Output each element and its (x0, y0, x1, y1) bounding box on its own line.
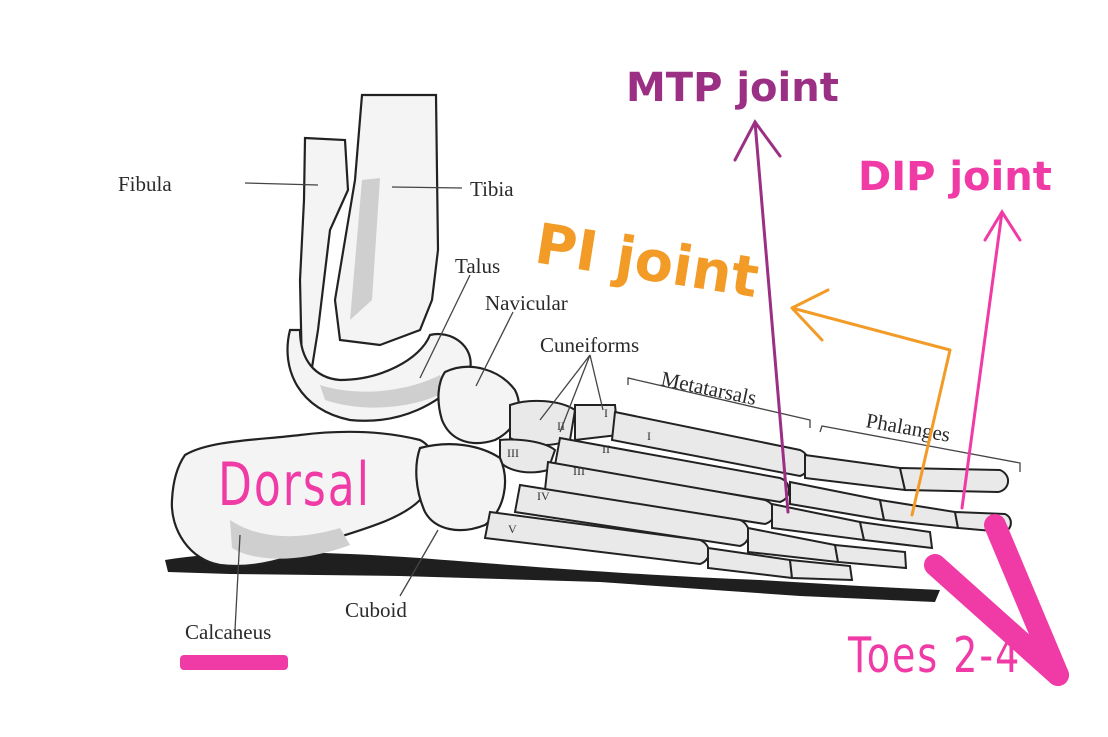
dip-arrow (960, 209, 1022, 510)
metatarsals-label: Metatarsals (659, 366, 759, 410)
calcaneus-label: Calcaneus (185, 620, 271, 644)
metatarsal-numeral-3: III (573, 464, 585, 478)
phalanges-bracket (819, 425, 1021, 472)
navicular-bone (437, 365, 520, 445)
navicular-leader (475, 311, 514, 387)
calcaneus-highlight-bar (180, 655, 288, 670)
pi-arrow (790, 288, 952, 517)
metatarsals-bracket (627, 377, 811, 428)
fibula-label: Fibula (118, 172, 172, 196)
cuneiform-numeral-2: II (557, 419, 565, 433)
tibia-bone (333, 93, 440, 347)
calcaneus-bone (170, 430, 436, 567)
navicular-label: Navicular (485, 291, 568, 315)
tibia-leader (391, 186, 463, 189)
mtp-arrow (733, 119, 790, 514)
metatarsal-bones (483, 410, 810, 566)
metatarsal-numeral-1: I (647, 429, 651, 443)
ground-shadow (165, 552, 940, 602)
dorsal-label: Dorsal (218, 450, 371, 519)
fibula-leader (244, 182, 319, 186)
phalanx-bones (707, 453, 1012, 582)
cuneiforms-label: Cuneiforms (540, 333, 639, 357)
talus-leader (419, 274, 471, 379)
cuboid-label: Cuboid (345, 598, 407, 622)
dip-joint-label: DIP joint (858, 154, 1052, 200)
toes-v-marker (924, 514, 1069, 686)
talus-bone (286, 328, 472, 422)
cuboid-leader (399, 529, 439, 597)
cuneiform-numeral-3: III (507, 446, 519, 460)
fibula-bone (298, 136, 350, 383)
cuneiforms-leader (539, 354, 604, 433)
cuneiform-numeral-1: I (604, 406, 608, 420)
metatarsal-numeral-2: II (602, 442, 610, 456)
talus-label: Talus (455, 254, 500, 278)
phalanges-label: Phalanges (864, 408, 952, 446)
cuboid-bone (415, 443, 507, 532)
calcaneus-leader (234, 534, 241, 631)
mtp-joint-label: MTP joint (626, 65, 839, 111)
tibia-label: Tibia (470, 177, 514, 201)
toes-label: Toes 2-4 (847, 627, 1021, 684)
metatarsal-numeral-4: IV (537, 489, 550, 503)
metatarsal-numeral-5: V (508, 522, 517, 536)
